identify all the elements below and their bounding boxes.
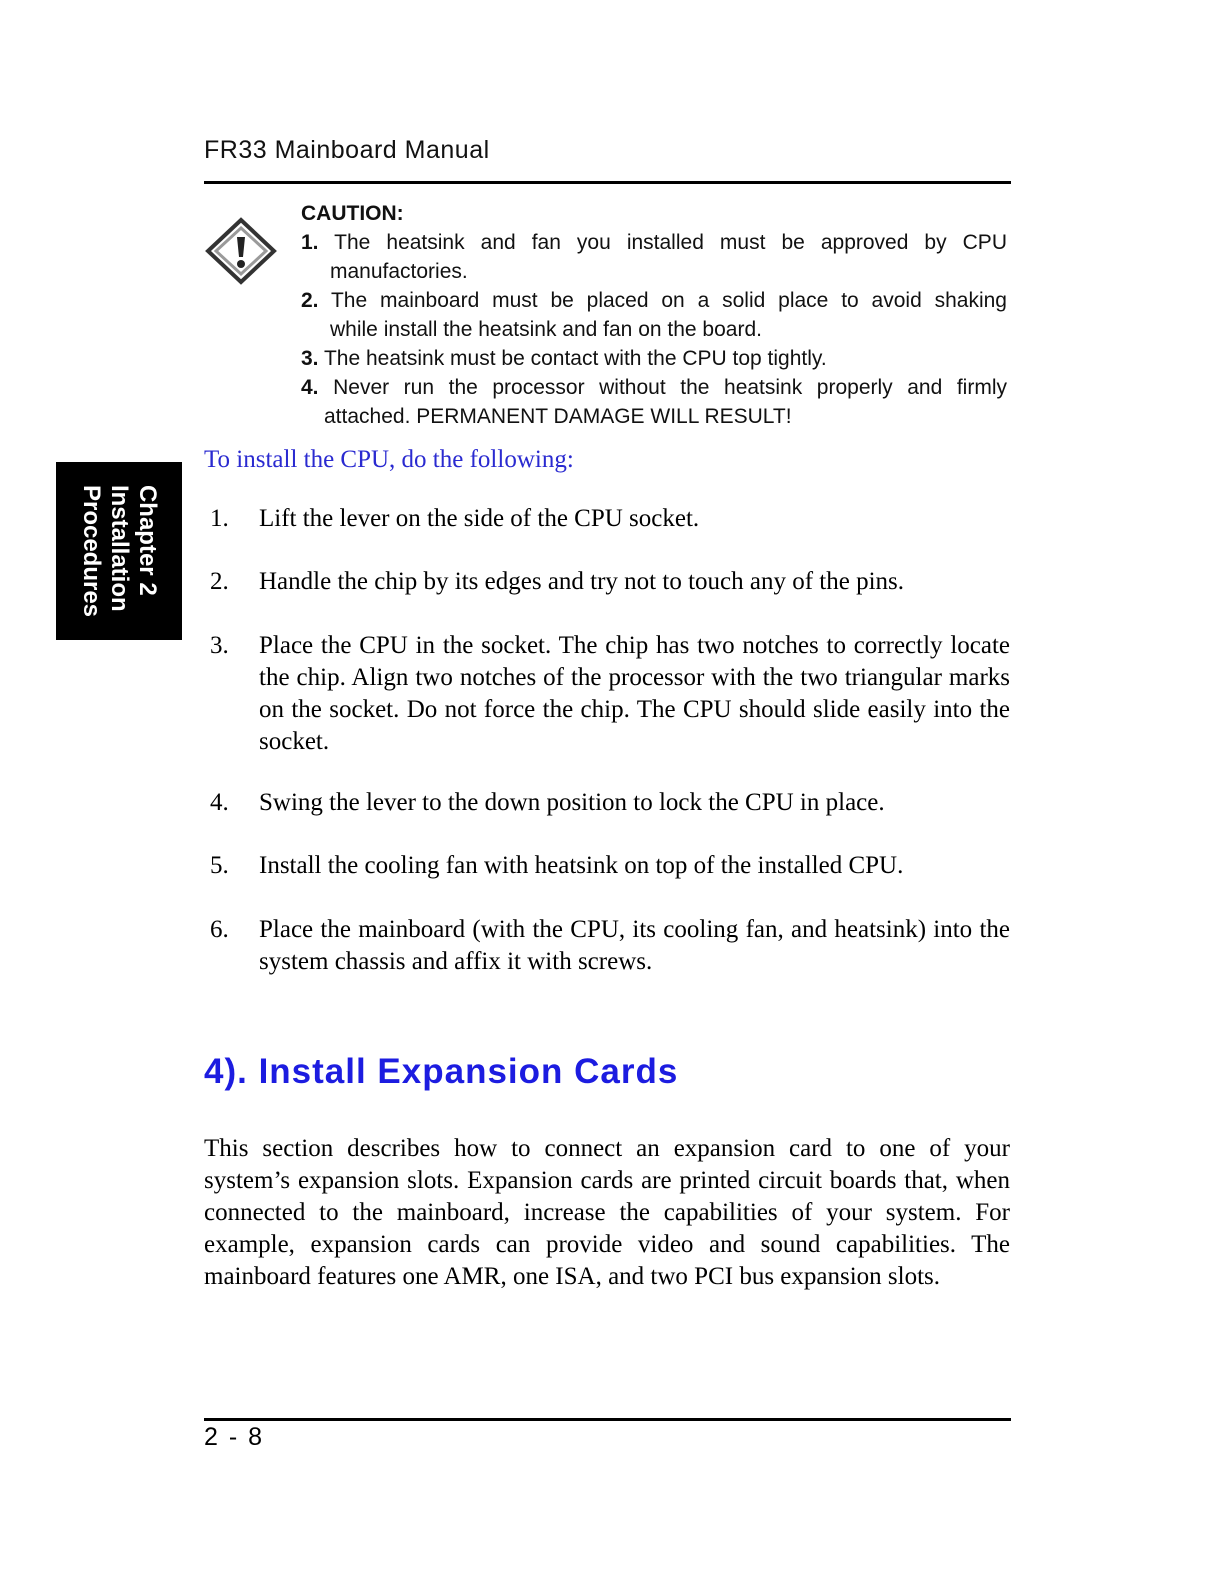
caution-item-number: 4. <box>301 376 319 399</box>
caution-item-text: Never run the processor without the heat… <box>333 376 1007 399</box>
step-number: 6. <box>210 916 229 943</box>
step-text: Place the mainboard (with the CPU, its c… <box>259 916 1010 975</box>
step-number: 2. <box>210 568 229 595</box>
install-cpu-intro: To install the CPU, do the following: <box>204 446 574 473</box>
section-body: This section describes how to connect an… <box>204 1135 1010 1290</box>
caution-item-1: 1. The heatsink and fan you installed mu… <box>301 228 1007 286</box>
caution-item-4: 4. Never run the processor without the h… <box>301 373 1007 431</box>
step-text: Swing the lever to the down position to … <box>259 789 885 816</box>
caution-item-text: The mainboard must be placed on a solid … <box>330 289 1007 312</box>
caution-item-text-continued: while install the heatsink and fan on th… <box>330 318 762 341</box>
caution-item-text: The heatsink and fan you installed must … <box>334 231 1007 254</box>
step-number: 3. <box>210 632 229 659</box>
caution-item-3: 3. The heatsink must be contact with the… <box>301 344 1007 373</box>
step-number: 1. <box>210 505 229 532</box>
footer-rule <box>204 1418 1011 1421</box>
side-tab-line: Procedures <box>78 484 105 618</box>
side-tab-line: Chapter 2 <box>134 484 161 596</box>
caution-icon <box>205 217 277 285</box>
side-tab-line: Installation <box>106 484 133 612</box>
caution-item-text-continued: manufactories. <box>330 260 468 283</box>
step-text: Lift the lever on the side of the CPU so… <box>259 505 700 532</box>
step-text: Handle the chip by its edges and try not… <box>259 568 905 595</box>
chapter-side-tab: Chapter 2 Installation Procedures <box>56 462 182 640</box>
caution-item-2: 2. The mainboard must be placed on a sol… <box>301 286 1007 344</box>
section-heading: 4). Install Expansion Cards <box>204 1052 679 1091</box>
step-number: 5. <box>210 852 229 879</box>
step-number: 4. <box>210 789 229 816</box>
chapter-side-tab-label: Chapter 2 Installation Procedures <box>77 485 161 617</box>
step-text: Place the CPU in the socket. The chip ha… <box>259 632 1010 755</box>
caution-block: CAUTION: 1. The heatsink and fan you ins… <box>301 199 1007 431</box>
caution-item-number: 3. <box>301 347 319 370</box>
caution-item-number: 1. <box>301 231 319 254</box>
caution-item-number: 2. <box>301 289 319 312</box>
page-number: 2 - 8 <box>204 1423 265 1451</box>
header-rule <box>204 181 1011 184</box>
caution-title: CAUTION: <box>301 202 404 225</box>
step-text: Install the cooling fan with heatsink on… <box>259 852 904 879</box>
caution-item-text: The heatsink must be contact with the CP… <box>323 347 827 370</box>
caution-item-text-continued: attached. PERMANENT DAMAGE WILL RESULT! <box>324 405 792 428</box>
running-header-title: FR33 Mainboard Manual <box>204 136 490 164</box>
